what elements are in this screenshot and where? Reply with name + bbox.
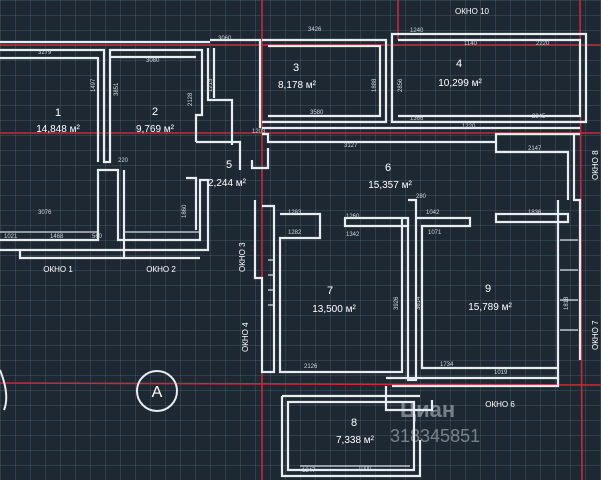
dimension-text: 1497 (91, 78, 97, 92)
room-4-number: 4 (456, 58, 462, 70)
dimension-text: 2856 (398, 78, 404, 92)
room-5-number: 5 (226, 159, 232, 171)
dimension-text: 3580 (310, 110, 324, 116)
dimension-text: 3060 (218, 36, 232, 42)
window-4-label: ОКНО 4 (241, 322, 250, 352)
dimension-text: 2220 (536, 41, 550, 47)
room-2-area: 9,769 м² (136, 124, 175, 135)
dimension-text: 1260 (346, 214, 360, 220)
room-7-number: 7 (327, 285, 333, 297)
window-10-label: ОКНО 10 (455, 7, 490, 16)
window-labels: ОКНО 1 ОКНО 2 ОКНО 3 ОКНО 4 ОКНО 6 ОКНО … (43, 7, 600, 409)
room-1-label: 1 14,848 м² (36, 107, 80, 135)
room-6-label: 6 15,357 м² (368, 162, 412, 191)
window-3-label: ОКНО 3 (238, 242, 247, 272)
room-6-number: 6 (385, 162, 391, 174)
room-9-label: 9 15,789 м² (468, 283, 512, 313)
watermark-code: 318345851 (390, 426, 480, 446)
dimension-text: 3080 (146, 58, 160, 64)
room-5-label: 5 2,244 м² (208, 159, 247, 189)
dimension-text: 1468 (50, 234, 64, 240)
dimension-text: 3614 (416, 296, 422, 310)
axis-marker: A (0, 369, 178, 412)
room-3-label: 3 8,178 м² (278, 62, 317, 91)
window-1-label: ОКНО 1 (43, 265, 73, 274)
dimension-text: 3926 (394, 296, 400, 310)
dimension-text: 280 (416, 194, 427, 200)
watermark: Циан 318345851 (390, 397, 480, 446)
dimension-text: 3076 (38, 210, 52, 216)
watermark-brand: Циан (400, 397, 455, 422)
dimension-text: 1342 (346, 232, 360, 238)
room-9-area: 15,789 м² (468, 302, 512, 313)
dimension-text: 1282 (288, 230, 302, 236)
walls (0, 32, 588, 478)
dimension-text: 1042 (426, 210, 440, 216)
dimension-text: 220 (118, 158, 129, 164)
room-1-area: 14,848 м² (36, 124, 80, 135)
window-8-label: ОКНО 8 (591, 150, 600, 180)
dimension-text: 1140 (464, 41, 478, 47)
dimension-labels: 3279 3080 3060 3426 1240 1140 2220 1497 … (4, 27, 570, 474)
room-8-label: 8 7,338 м² (336, 417, 375, 446)
room-9-number: 9 (485, 283, 491, 295)
window-7-label: ОКНО 7 (591, 320, 600, 350)
axis-marker-label: A (152, 384, 163, 401)
dimension-text: 1888 (372, 78, 378, 92)
room-6-area: 15,357 м² (368, 180, 412, 191)
dimension-text: 3851 (114, 82, 120, 96)
dimension-text: 1021 (4, 234, 18, 240)
dimension-text: 1071 (428, 230, 442, 236)
dimension-text: 3279 (38, 50, 52, 56)
dimension-text: 560 (92, 234, 103, 240)
dimension-text: 1240 (410, 28, 424, 34)
dimension-text: 2345 (532, 114, 546, 120)
dimension-text: 1000 (358, 466, 372, 472)
room-7-label: 7 13,500 м² (312, 285, 356, 315)
dimension-text: 2128 (188, 92, 194, 106)
room-3-number: 3 (293, 62, 299, 74)
dimension-text: 1019 (494, 370, 508, 376)
window-2-label: ОКНО 2 (146, 265, 176, 274)
dimension-text: 1860 (182, 204, 188, 218)
window-details (0, 231, 578, 467)
dimension-text: 1836 (528, 210, 542, 216)
room-2-label: 2 9,769 м² (136, 106, 175, 135)
room-8-number: 8 (351, 417, 357, 429)
room-2-number: 2 (152, 106, 158, 118)
room-4-area: 10,299 м² (438, 78, 482, 89)
dimension-text: 1215 (208, 78, 214, 92)
room-7-area: 13,500 м² (312, 304, 356, 315)
room-1-number: 1 (55, 107, 61, 119)
dimension-text: 1818 (564, 296, 570, 310)
dimension-text: 3127 (344, 143, 358, 149)
dimension-text: 1203 (252, 129, 266, 135)
dimension-text: 1734 (440, 362, 454, 368)
room-5-area: 2,244 м² (208, 178, 247, 189)
dimension-text: 1283 (288, 210, 302, 216)
room-8-area: 7,338 м² (336, 435, 375, 446)
dimension-text: 1347 (302, 468, 316, 474)
dimension-text: 2126 (304, 364, 318, 370)
dimension-text: 3426 (308, 27, 322, 33)
dimension-text: 1220 (462, 124, 476, 130)
dimension-text: 1366 (410, 116, 424, 122)
dimension-text: 2147 (528, 146, 542, 152)
room-4-label: 4 10,299 м² (438, 58, 482, 89)
room-3-area: 8,178 м² (278, 80, 317, 91)
window-6-label: ОКНО 6 (485, 400, 515, 409)
